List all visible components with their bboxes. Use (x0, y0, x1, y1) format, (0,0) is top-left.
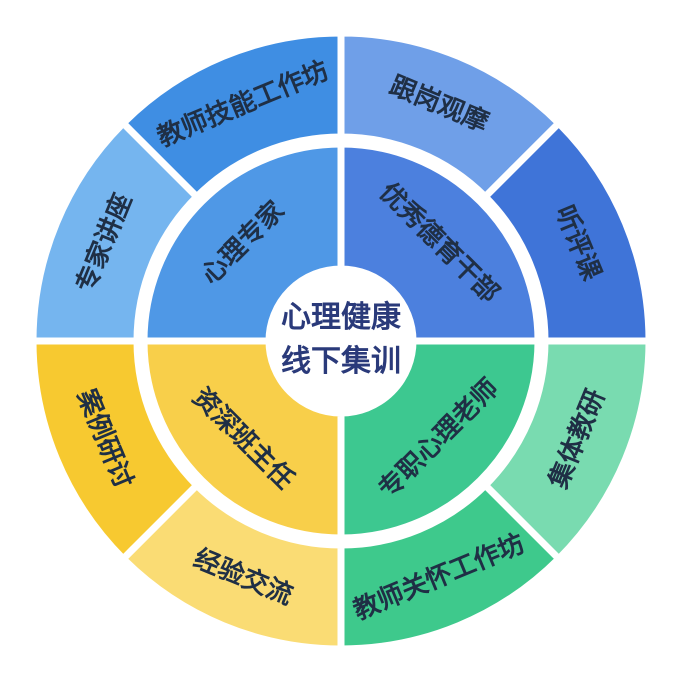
inner-segment (140, 140, 345, 345)
inner-segment (337, 337, 542, 542)
outer-segment (29, 119, 201, 345)
inner-ring: 心理专家优秀德育干部专职心理老师资深班主任 (140, 140, 542, 542)
center-title-line2: 线下集训 (281, 344, 401, 379)
center-title-line1: 心理健康 (281, 300, 402, 335)
inner-segment (140, 337, 345, 542)
center-disc (271, 271, 411, 411)
inner-segment (337, 140, 542, 345)
outer-ring: 教师技能工作坊跟岗观摩听评课集体教研教师关怀工作坊经验交流案例研讨专家讲座 (29, 29, 653, 653)
